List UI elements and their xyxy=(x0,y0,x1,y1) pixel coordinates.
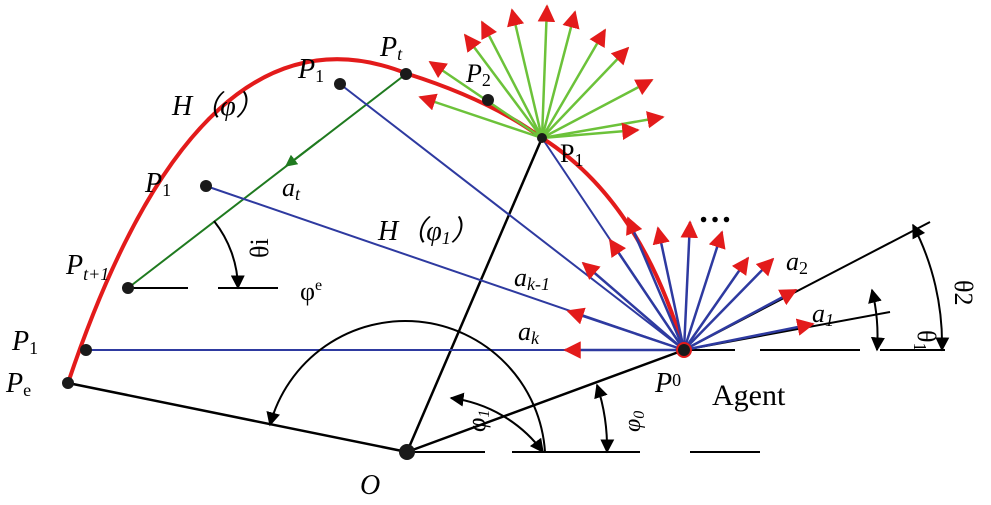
point-pe xyxy=(62,377,74,389)
label-theta-i: θi xyxy=(245,238,274,258)
arc-theta-1 xyxy=(868,288,885,352)
point-p1-mid xyxy=(200,180,212,192)
green-chord xyxy=(127,73,407,289)
label-p1-bottom: P1 xyxy=(11,326,38,358)
label-curve-h1: H（φ1） xyxy=(377,216,479,248)
arc-phi-1 xyxy=(449,392,544,454)
point-pt xyxy=(400,68,412,80)
arc-theta-i xyxy=(213,220,245,290)
green-vector-fan xyxy=(418,4,665,141)
arc-theta-2 xyxy=(912,223,950,352)
point-origin xyxy=(399,444,415,460)
label-a-2: a2 xyxy=(786,247,808,278)
label-phi-e: φe xyxy=(300,277,322,306)
label-a-k1: ak-1 xyxy=(514,263,550,294)
label-origin: O xyxy=(360,470,380,500)
label-a-k: ak xyxy=(518,317,540,348)
label-theta-2: θ2 xyxy=(949,280,978,305)
label-p1-mid: P1 xyxy=(144,168,171,200)
arc-phi-0 xyxy=(594,383,615,454)
point-p1-top xyxy=(537,133,547,143)
label-ellipsis: … xyxy=(698,193,732,230)
blue-vector-fan xyxy=(563,216,815,359)
point-p0 xyxy=(676,342,692,358)
label-phi-1: φ1 xyxy=(462,410,493,432)
point-p1-bottom xyxy=(80,344,92,356)
label-p1-upper: P1 xyxy=(297,54,324,86)
radius-to-p1-top xyxy=(405,137,544,453)
label-theta-1: θ1 xyxy=(910,330,941,351)
radius-to-p0 xyxy=(406,348,685,454)
label-p1-top: P1 xyxy=(560,139,583,170)
label-pt: Pt xyxy=(379,32,403,64)
point-p1-upper xyxy=(334,78,346,90)
point-p2 xyxy=(482,94,494,106)
label-pe: Pe xyxy=(5,368,31,400)
points xyxy=(62,68,692,460)
curve-h-phi xyxy=(66,57,686,384)
label-p0: P0 xyxy=(654,368,681,399)
label-a-t: at xyxy=(282,173,301,204)
label-curve-h: H（φ） xyxy=(171,91,264,122)
point-pt1 xyxy=(122,282,134,294)
label-p2: P2 xyxy=(465,59,491,90)
label-agent: Agent xyxy=(712,379,786,412)
labels: O Pe P1 Pt+1 P1 P1 Pt P2 P1 P0 Agent H（φ… xyxy=(5,32,978,501)
label-phi-0: φ0 xyxy=(620,411,648,432)
label-pt1: Pt+1 xyxy=(65,250,109,284)
angle-arcs xyxy=(213,220,950,454)
radius-to-pe xyxy=(67,381,408,454)
label-a-1: a1 xyxy=(812,299,834,330)
